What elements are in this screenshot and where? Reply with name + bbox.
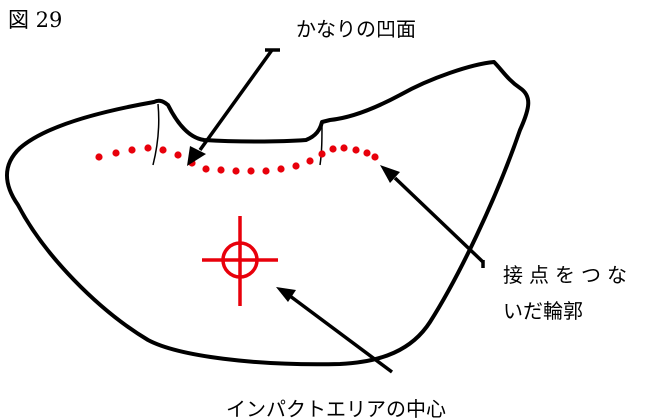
left-edge-line: [152, 103, 160, 166]
club-head-outline: [5, 60, 531, 367]
right-edge-line: [319, 121, 323, 166]
contact-point-dot: [352, 146, 360, 154]
concave-label: かなりの凹面: [296, 17, 416, 41]
contact-point-dot: [95, 153, 103, 161]
impact-center-label: インパクトエリアの中心: [226, 397, 446, 419]
contact-point-dot: [329, 145, 337, 153]
contact-point-dot: [318, 150, 326, 158]
contact-point-dot: [306, 157, 314, 165]
contact-point-dot: [128, 146, 136, 154]
contact-point-dot: [363, 149, 371, 157]
contact-point-dot: [112, 149, 120, 157]
contact-point-dot: [217, 166, 225, 174]
contact-point-dot: [262, 167, 270, 175]
crosshair-icon: [202, 216, 278, 306]
contact-point-dot: [159, 146, 167, 154]
contact-point-dot: [292, 162, 300, 170]
contour-arrow: [380, 165, 485, 268]
figure-number: 図 29: [8, 8, 62, 32]
impact-center-arrow: [276, 287, 394, 374]
concave-arrow: [187, 48, 280, 166]
contour-label-line2: いだ輪郭: [503, 299, 583, 323]
contact-point-dot: [247, 167, 255, 175]
contact-point-dot: [144, 144, 152, 152]
contact-point-dot: [202, 165, 210, 173]
contact-point-dot: [277, 165, 285, 173]
contact-point-dot: [371, 153, 379, 161]
contour-label-line1: 接点をつな: [503, 263, 633, 287]
contact-point-dot: [232, 167, 240, 175]
contact-contour-dots: [95, 144, 379, 175]
contact-point-dot: [174, 151, 182, 159]
contact-point-dot: [340, 144, 348, 152]
